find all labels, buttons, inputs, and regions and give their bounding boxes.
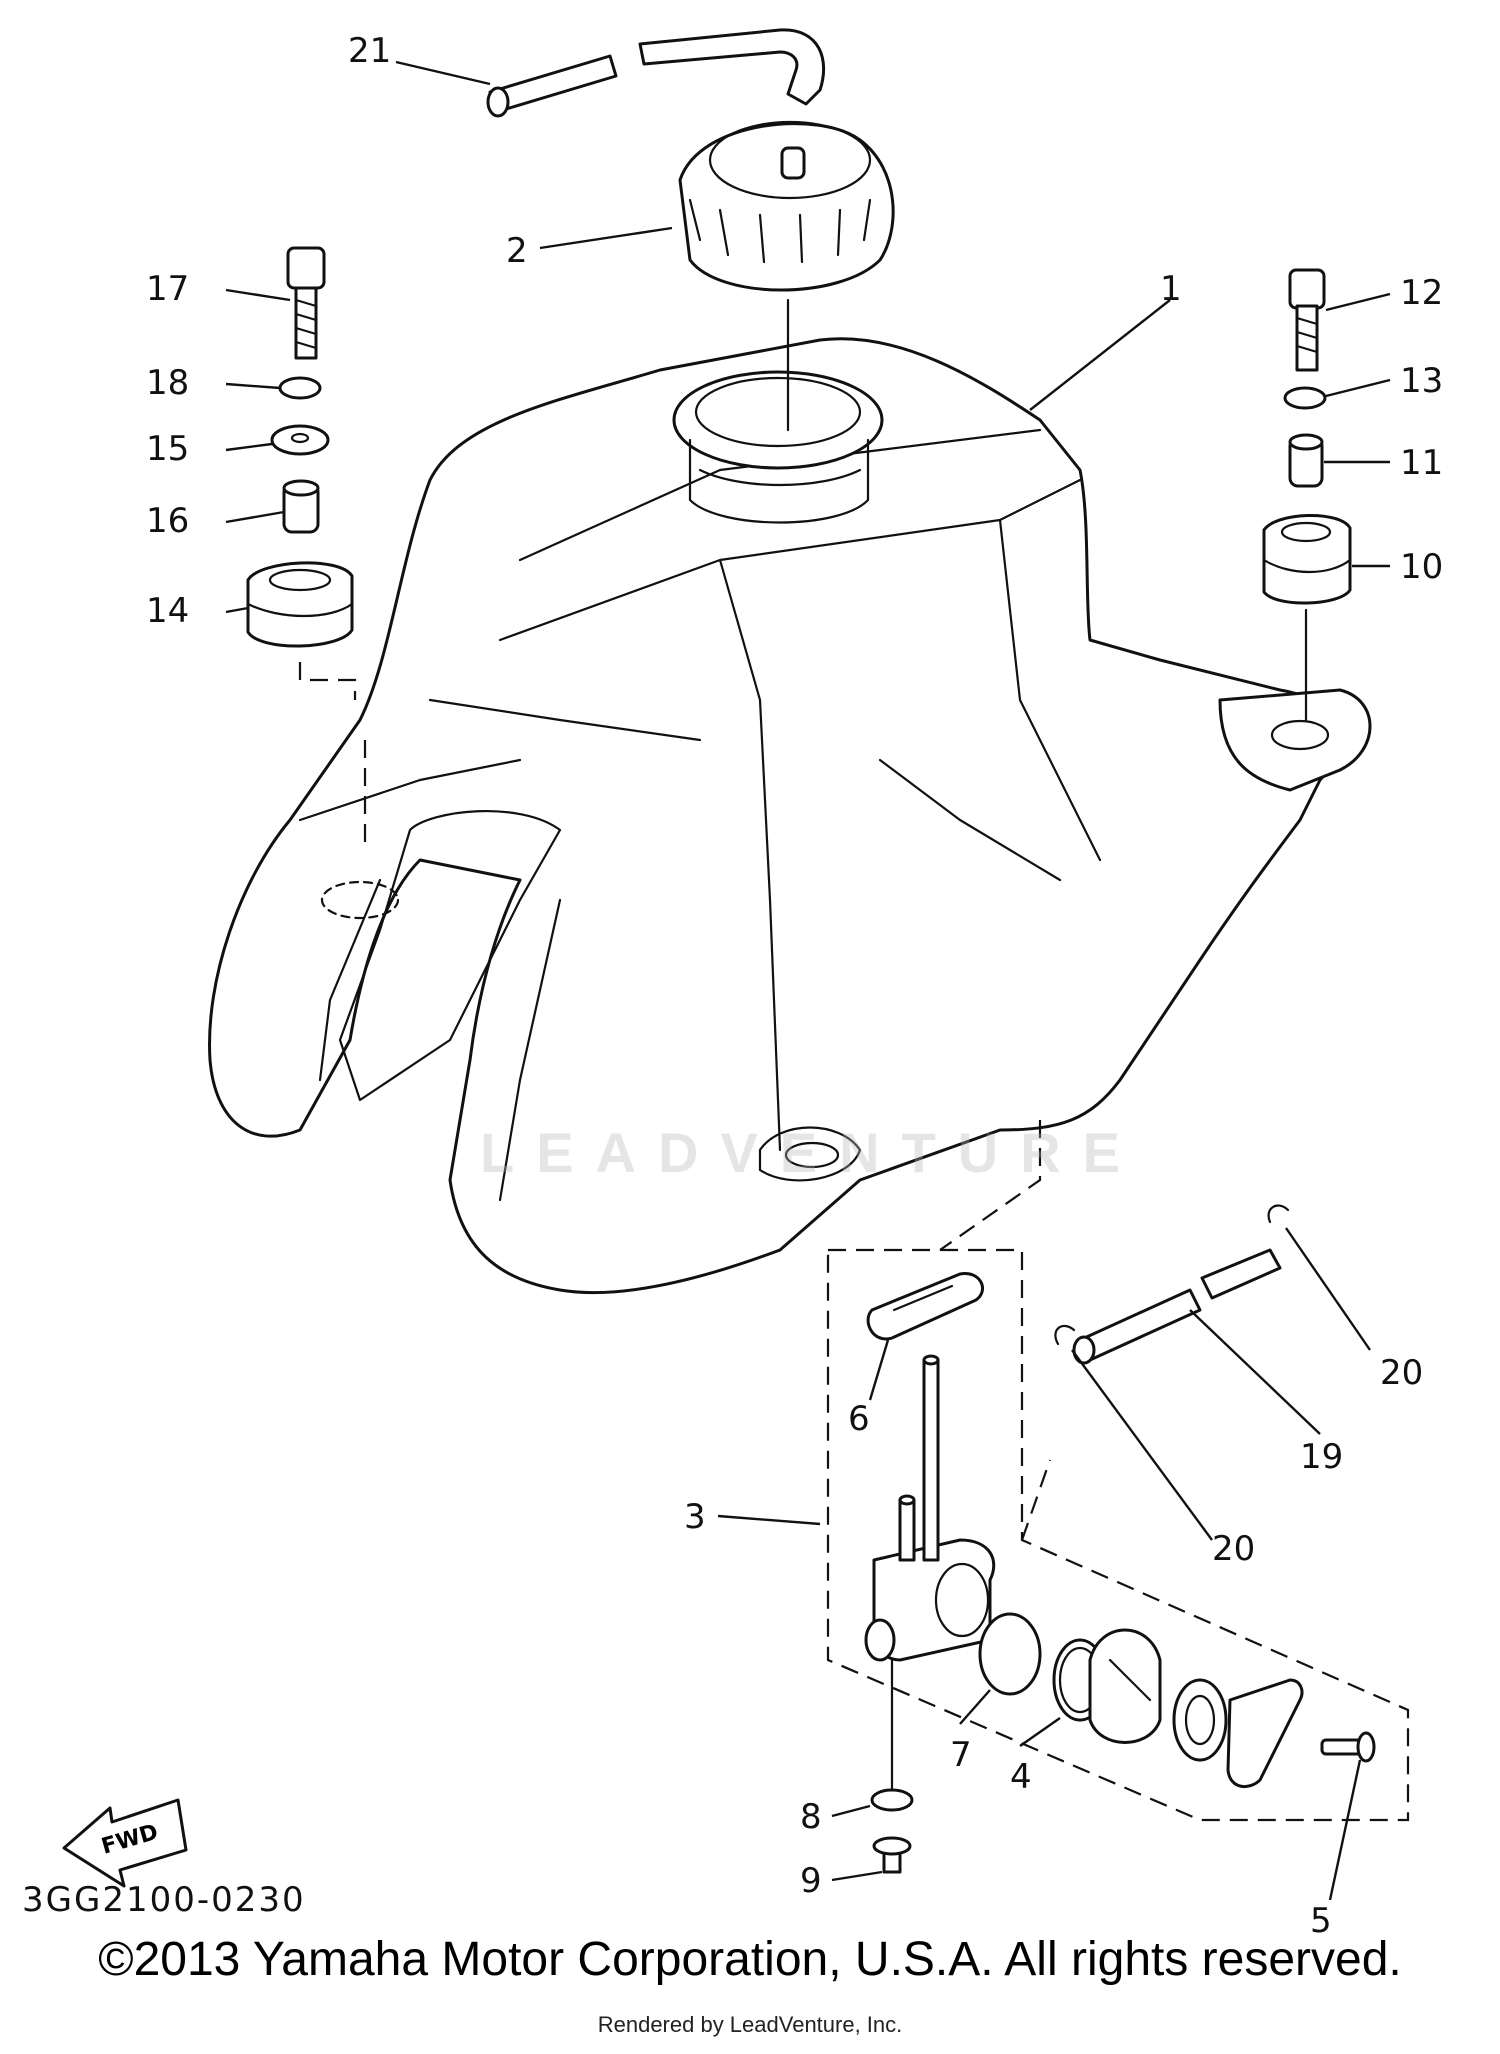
rendered-by-notice: Rendered by LeadVenture, Inc.	[597, 2012, 903, 2037]
callout-16: 16	[146, 501, 189, 541]
callout-14: 14	[146, 591, 189, 631]
callout-3: 3	[684, 1497, 706, 1537]
leader-lines	[225, 60, 1391, 1901]
callout-21: 21	[348, 31, 391, 71]
breather-hose	[486, 28, 826, 118]
left-mount-hardware	[246, 246, 367, 850]
filler-cap	[678, 120, 895, 432]
fuel-hoses	[1054, 1204, 1290, 1365]
callout-20-upper: 20	[1380, 1353, 1423, 1393]
callout-4: 4	[1010, 1757, 1032, 1797]
callout-19: 19	[1300, 1437, 1343, 1477]
callout-5: 5	[1310, 1901, 1332, 1941]
callout-9: 9	[800, 1861, 822, 1901]
callout-7: 7	[950, 1735, 972, 1775]
callout-12: 12	[1400, 273, 1443, 313]
fuel-tank	[208, 337, 1372, 1295]
callout-labels: 21 2 1 17 18 15 16 14 12 13 11 10 3 6 20…	[146, 31, 1443, 1941]
callout-11: 11	[1400, 443, 1443, 483]
callout-13: 13	[1400, 361, 1443, 401]
callout-10: 10	[1400, 547, 1443, 587]
fuel-cock-assembly	[826, 1120, 1410, 1874]
copyright-notice: ©2013 Yamaha Motor Corporation, U.S.A. A…	[98, 1933, 1402, 1986]
callout-8: 8	[800, 1797, 822, 1837]
callout-20-lower: 20	[1212, 1529, 1255, 1569]
right-mount-hardware	[1262, 268, 1352, 722]
document-code: 3GG2100-0230	[22, 1880, 306, 1920]
forward-arrow: FWD	[62, 1798, 188, 1888]
callout-15: 15	[146, 429, 189, 469]
callout-1: 1	[1160, 269, 1182, 309]
callout-6: 6	[848, 1399, 870, 1439]
watermark: LEADVENTURE	[480, 1121, 1143, 1184]
callout-2: 2	[506, 231, 528, 271]
callout-18: 18	[146, 363, 189, 403]
callout-17: 17	[146, 269, 189, 309]
